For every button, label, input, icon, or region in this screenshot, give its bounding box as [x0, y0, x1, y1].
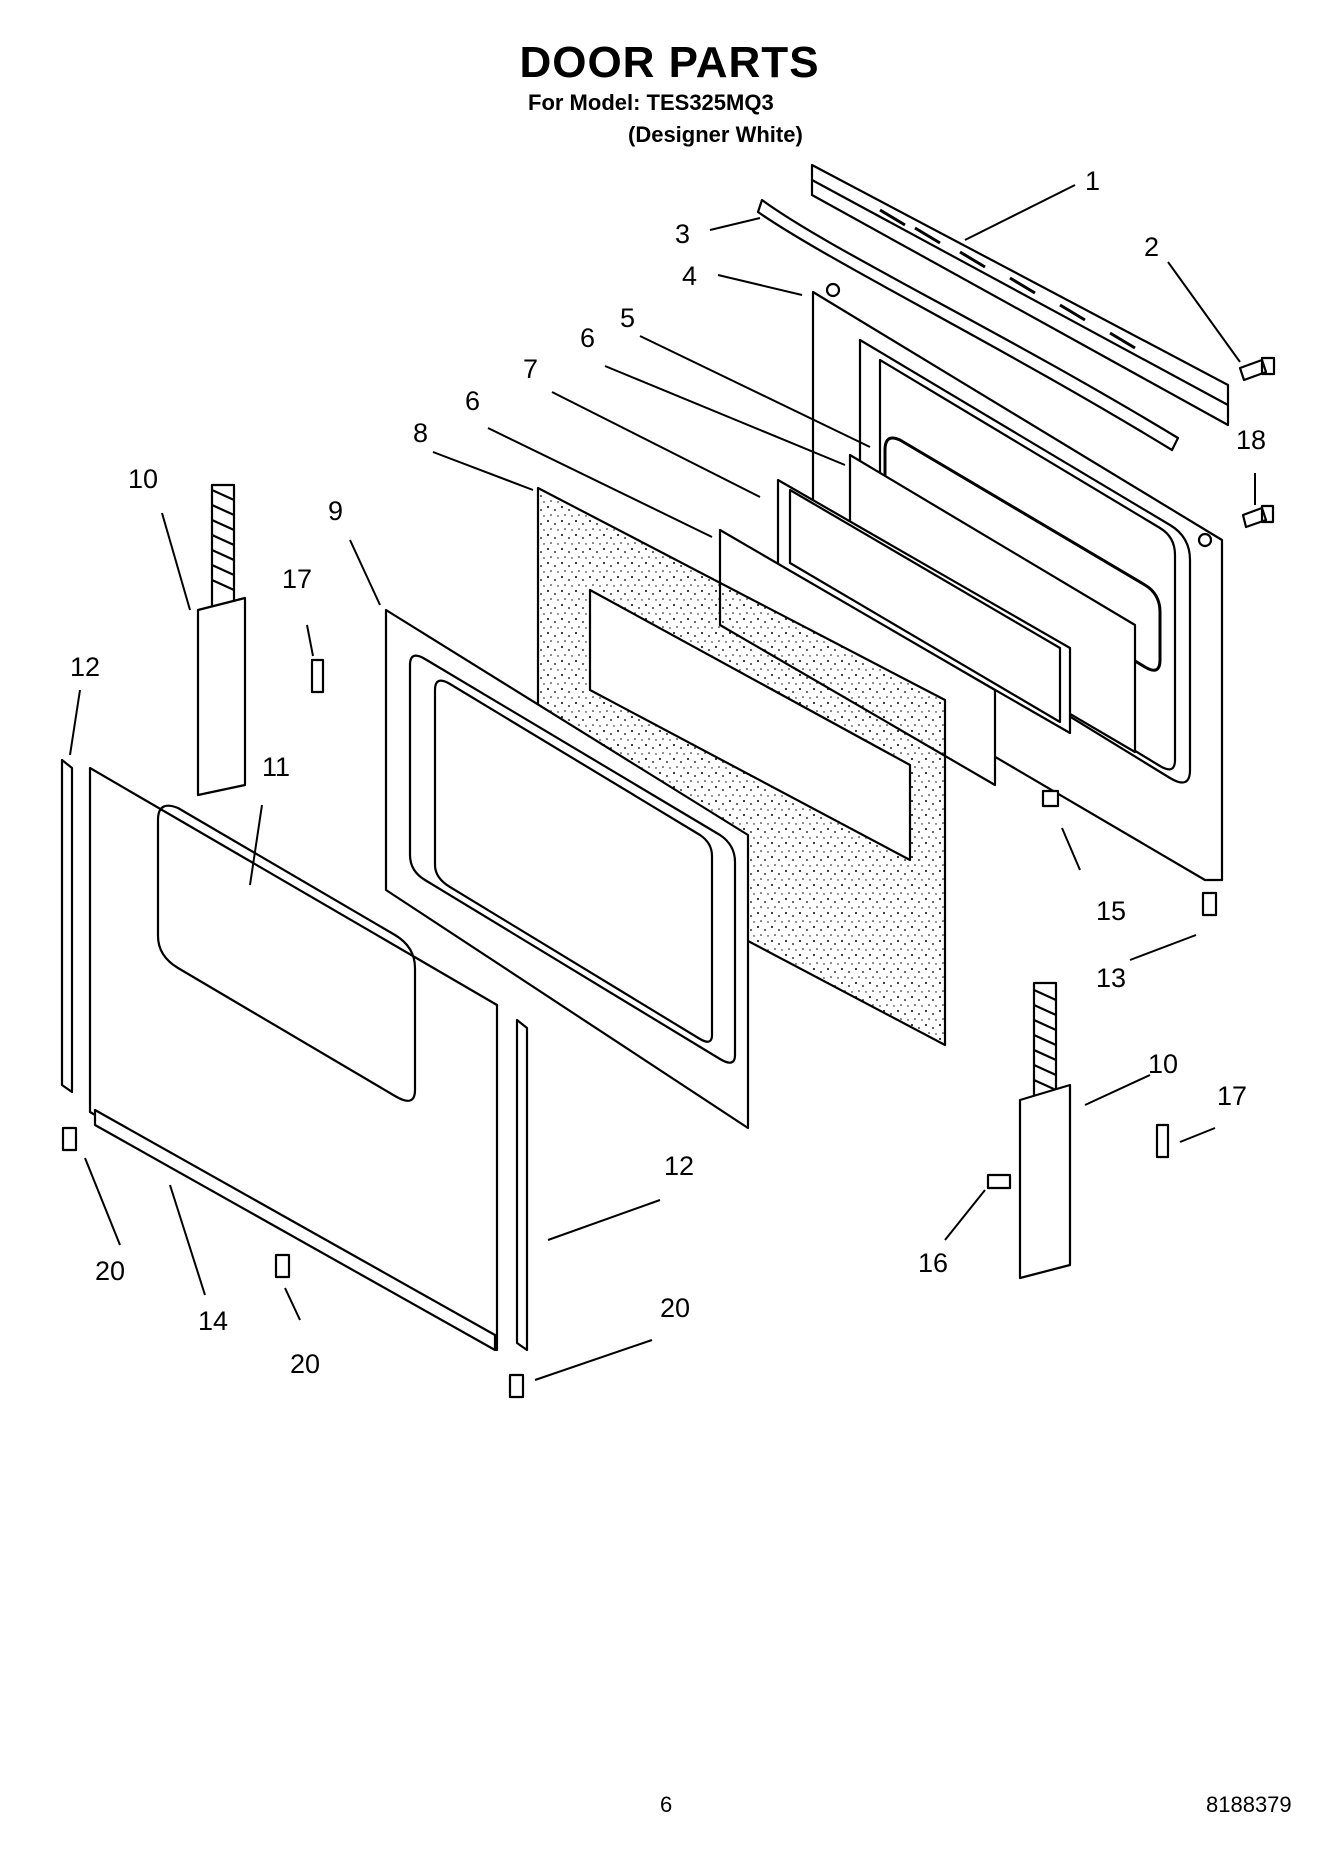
- variant-line: (Designer White): [628, 122, 803, 147]
- screw-part: [61, 1126, 78, 1152]
- document-number: 8188379: [1206, 1792, 1292, 1817]
- callout-20-left: 20: [95, 1256, 125, 1286]
- door-handle-part: [756, 198, 1180, 452]
- callout-5: 5: [620, 303, 635, 333]
- insulation-part: [536, 486, 947, 1047]
- callout-20-center: 20: [290, 1349, 320, 1379]
- callout-15: 15: [1096, 896, 1126, 926]
- callout-1: 1: [1085, 166, 1100, 196]
- gasket-part: [883, 436, 1162, 672]
- callout-13: 13: [1096, 963, 1126, 993]
- screw-part: [986, 1173, 1012, 1190]
- callout-4: 4: [682, 261, 697, 291]
- callout-6-upper: 6: [580, 323, 595, 353]
- screw-part: [1201, 891, 1218, 917]
- leader-lines: [69, 184, 1256, 1381]
- side-trim-part: [515, 1018, 529, 1352]
- callout-16: 16: [918, 1248, 948, 1278]
- outer-door-glass-part: [88, 766, 499, 1352]
- vent-trim-part: [810, 163, 1230, 427]
- callout-11: 11: [262, 752, 290, 782]
- page-number: 6: [660, 1792, 673, 1817]
- glass-frame-part: [776, 478, 1072, 735]
- callout-18: 18: [1236, 425, 1266, 455]
- callout-12-left: 12: [70, 652, 100, 682]
- hinge-clip-part: [310, 658, 325, 694]
- screw-part: [1241, 504, 1275, 529]
- callout-6-lower: 6: [465, 386, 480, 416]
- screw-part: [1238, 356, 1276, 382]
- side-trim-part: [60, 758, 74, 1094]
- callout-17-left: 17: [282, 564, 312, 594]
- callout-14: 14: [198, 1306, 228, 1336]
- callout-17-right: 17: [1217, 1081, 1247, 1111]
- door-liner-part: [384, 608, 750, 1130]
- callout-7: 7: [523, 354, 538, 384]
- screw-part: [274, 1253, 291, 1279]
- callout-12-right: 12: [664, 1151, 694, 1181]
- callout-9: 9: [328, 496, 343, 526]
- page-title: DOOR PARTS: [519, 38, 820, 87]
- bottom-trim-part: [93, 1108, 497, 1352]
- callout-20-right: 20: [660, 1293, 690, 1323]
- callout-10-right: 10: [1148, 1049, 1178, 1079]
- model-line: For Model: TES325MQ3: [528, 90, 774, 115]
- callout-3: 3: [675, 219, 690, 249]
- clip-part: [1041, 789, 1060, 808]
- screw-part: [508, 1373, 525, 1399]
- hinge-clip-part: [1155, 1123, 1170, 1159]
- callout-8: 8: [413, 418, 428, 448]
- hinge-part: [196, 483, 247, 797]
- callout-2: 2: [1144, 232, 1159, 262]
- callout-10-left: 10: [128, 464, 158, 494]
- hinge-part: [1018, 981, 1072, 1280]
